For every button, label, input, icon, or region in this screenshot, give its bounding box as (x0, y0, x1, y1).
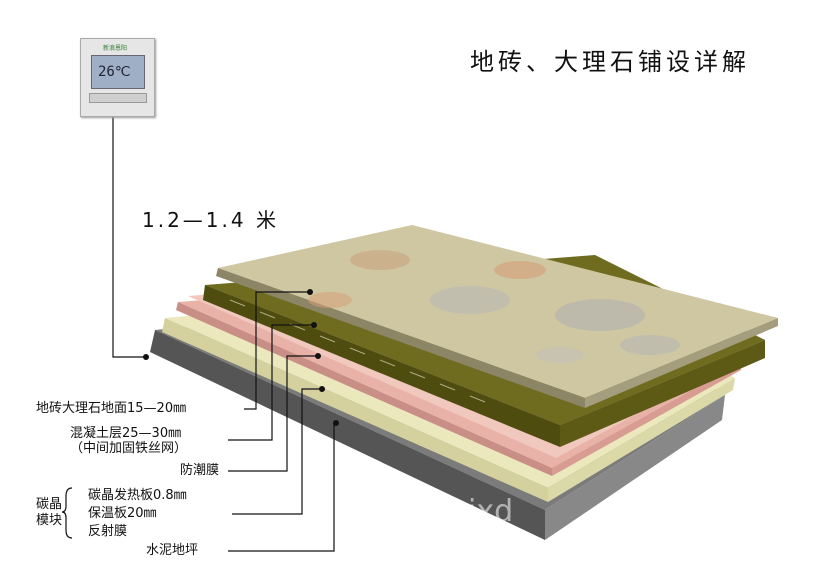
thermostat-panel: 新浪恩阳 26℃ (80, 38, 155, 117)
leader-dots (307, 289, 339, 426)
page-title: 地砖、大理石铺设详解 (470, 48, 750, 76)
thermostat-screen: 26℃ (91, 55, 145, 89)
module-bracket (61, 487, 73, 539)
marble-tile-layer (216, 225, 778, 408)
label-concrete: 混凝土层25—30㎜ (70, 426, 182, 441)
label-concrete-note: （中间加固铁丝网） (70, 441, 188, 456)
label-reflective-film: 反射膜 (88, 524, 128, 539)
label-marble: 地砖大理石地面15—20㎜ (36, 401, 187, 416)
label-insulation: 保温板20㎜ (88, 506, 157, 521)
height-label: 1.2—1.4 米 (142, 208, 279, 232)
watermark: ixd (468, 494, 514, 529)
thermostat-wire (112, 117, 146, 358)
thermostat-buttons[interactable] (89, 93, 147, 103)
label-heating-plate: 碳晶发热板0.8㎜ (88, 488, 187, 503)
thermostat-display: 26℃ (98, 64, 131, 80)
thermostat-brand: 新浪恩阳 (103, 45, 128, 52)
label-moisture-film: 防潮膜 (180, 463, 220, 478)
label-cement-base: 水泥地坪 (146, 543, 199, 558)
wire-dot (143, 354, 149, 360)
label-carbon-module: 碳晶模块 (35, 497, 62, 528)
